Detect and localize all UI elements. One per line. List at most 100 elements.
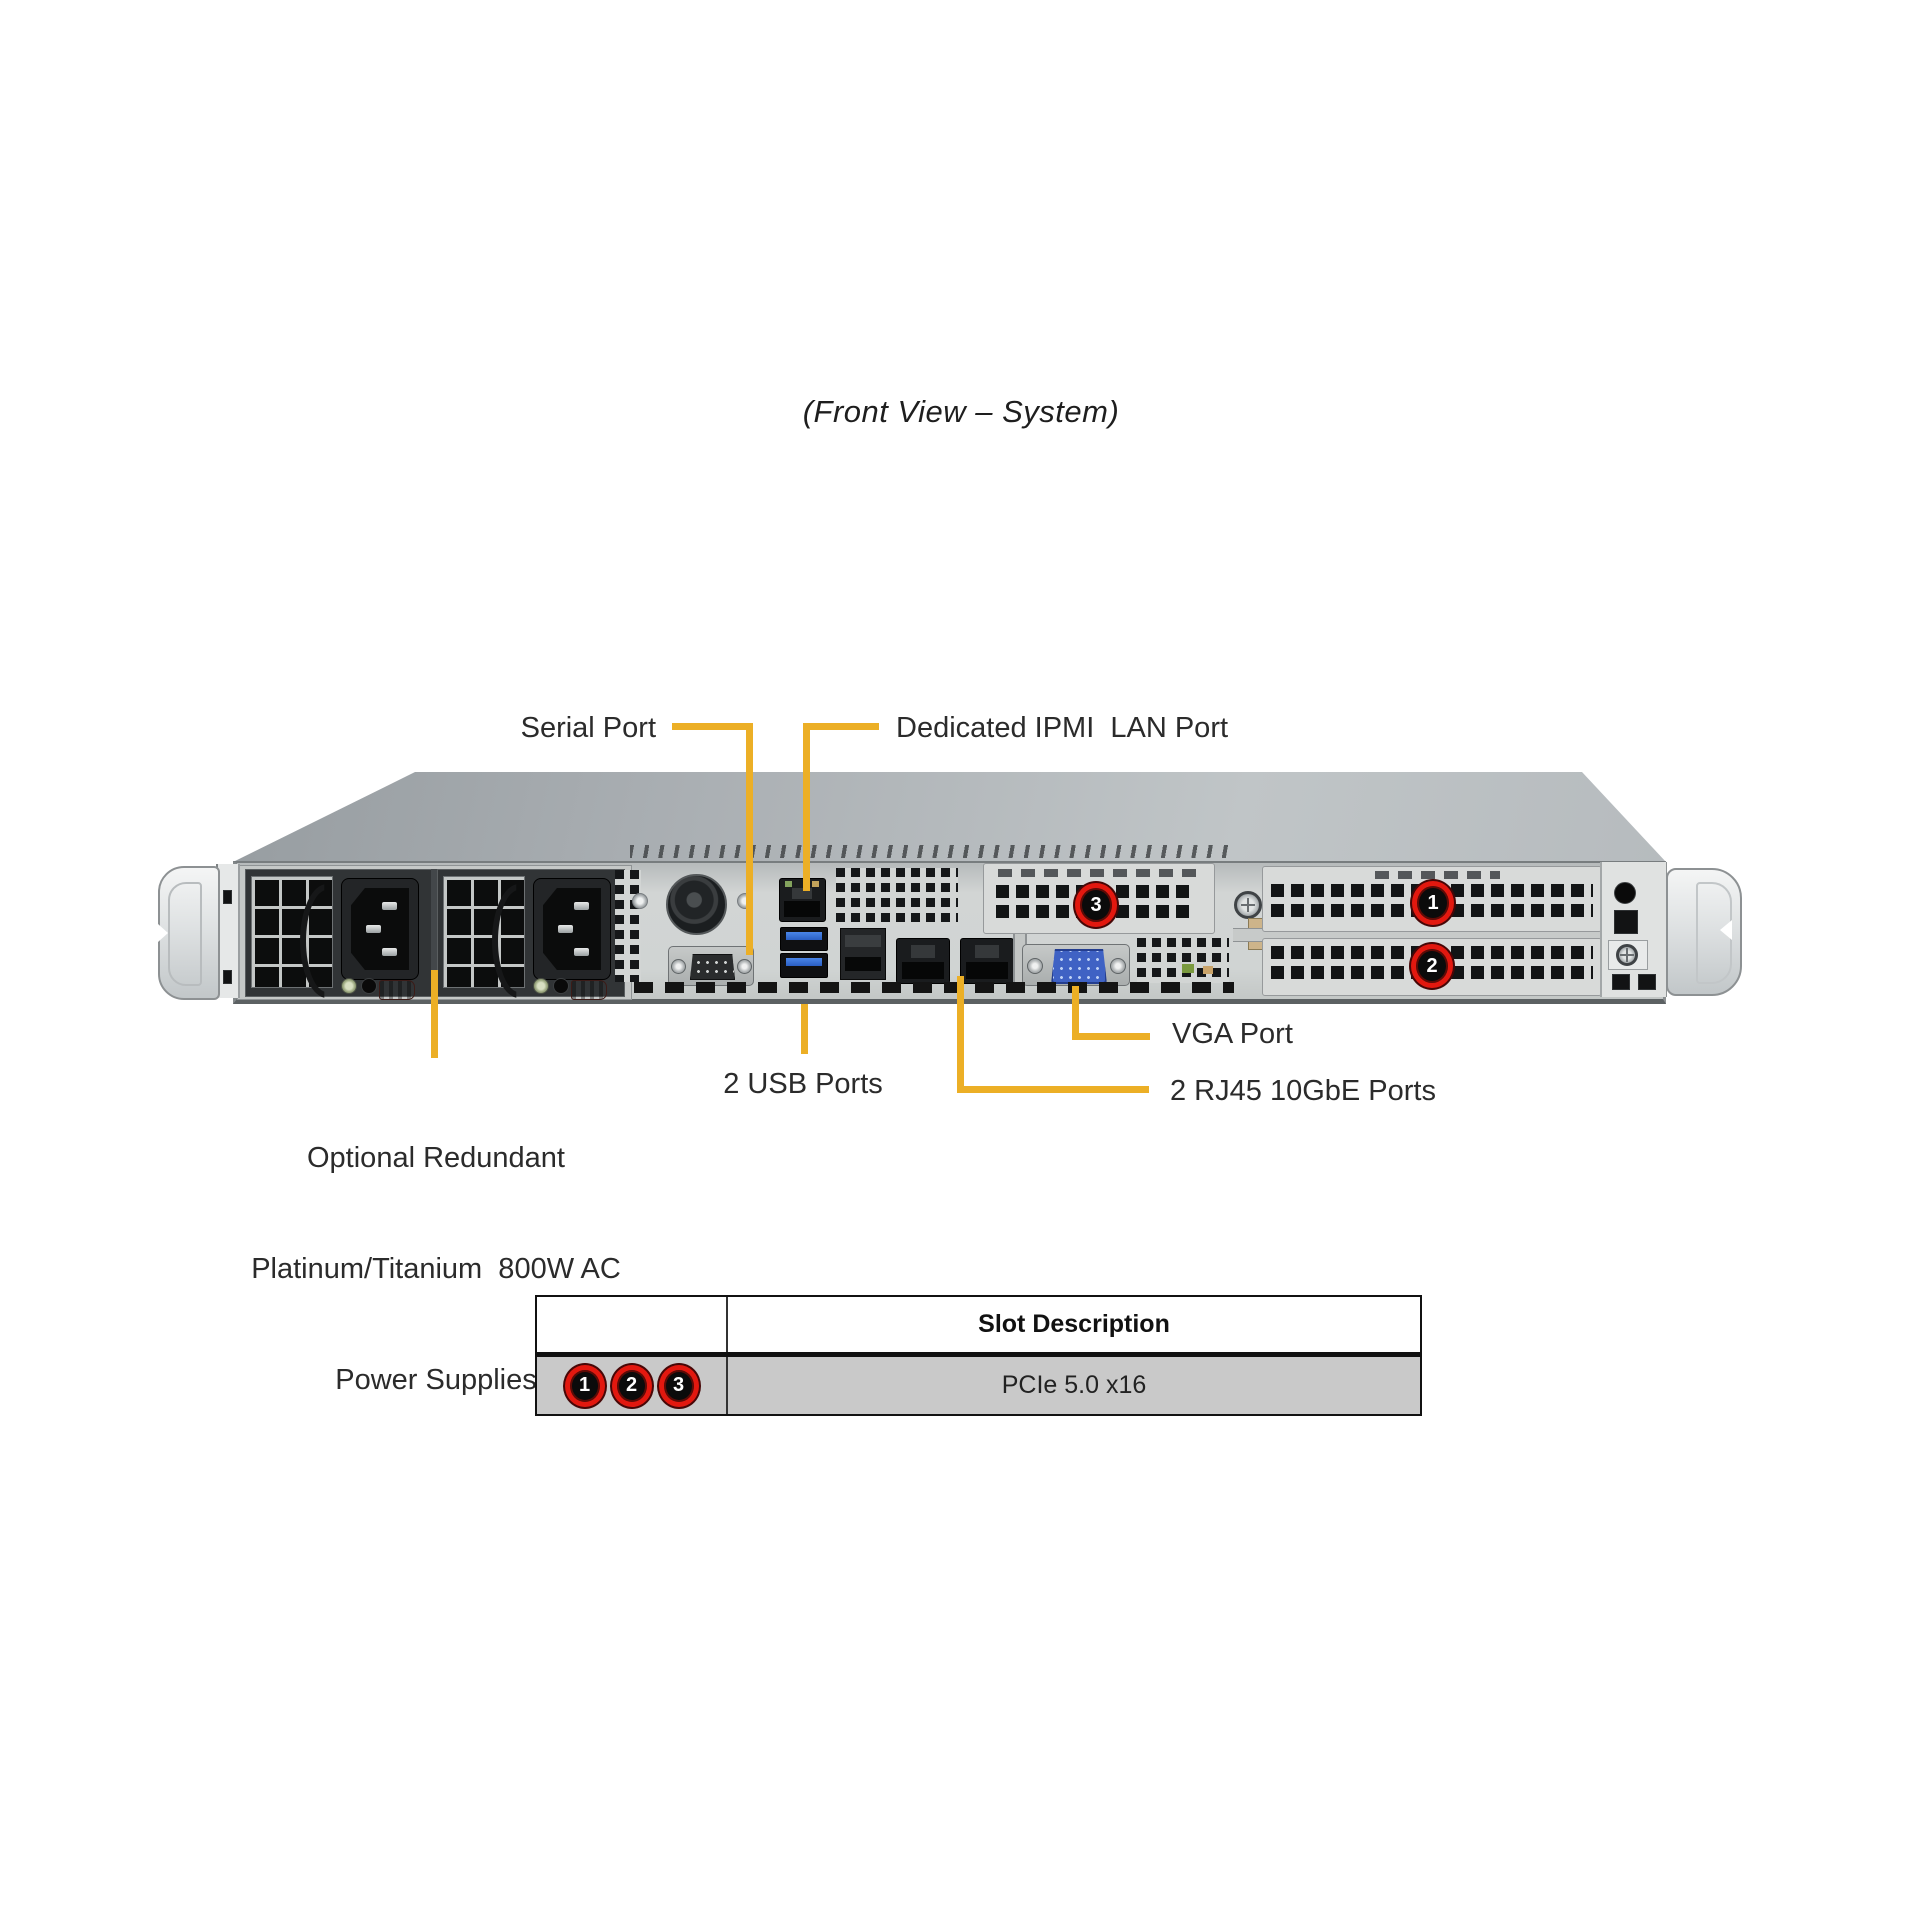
pcb-glimpse-green — [1182, 964, 1194, 973]
leader-line-rj45-v — [957, 976, 964, 1093]
bottom-vent-row — [634, 982, 1234, 993]
lan1-opening — [902, 962, 944, 979]
leader-line-usb — [801, 1004, 808, 1054]
psu1-release-latch — [379, 980, 415, 1000]
usb2-tongue — [786, 958, 822, 966]
slot3-top-vents — [998, 869, 1196, 877]
lan1-latch-tab — [911, 945, 935, 958]
table-badge-2-number: 2 — [625, 1374, 638, 1396]
psu2-pin — [574, 948, 589, 956]
table-badge-2: 2 — [611, 1364, 652, 1407]
slot3-badge-number: 3 — [1090, 893, 1102, 916]
leader-line-vga-h — [1072, 1033, 1150, 1040]
label-vga-port: VGA Port — [1172, 1018, 1293, 1050]
vent-field-right — [1137, 938, 1229, 983]
vent-field-left — [836, 868, 958, 926]
slot2-badge: 2 — [1411, 944, 1453, 988]
expansion-module — [840, 928, 886, 980]
ipmi-opening — [784, 901, 820, 917]
pcb-glimpse-tan — [1203, 966, 1213, 974]
header-badge-cell — [537, 1297, 728, 1352]
label-psu-line1: Optional Redundant — [307, 1142, 565, 1174]
left-arm-slot — [223, 890, 232, 904]
label-psu-line2: Platinum/Titanium 800W AC — [251, 1253, 621, 1285]
slot-description-table: Slot Description 1 2 3 PCIe 5.0 x16 — [535, 1295, 1422, 1416]
psu2-release-latch — [571, 980, 607, 1000]
ipmi-led-right — [812, 881, 819, 887]
panel-screw — [632, 893, 648, 909]
bracket-thumbscrew — [1234, 891, 1262, 919]
psu2-pin — [574, 902, 589, 910]
leader-line-vga-v — [1072, 986, 1079, 1040]
row-badge-cell: 1 2 3 — [537, 1357, 728, 1414]
left-arm-slot — [223, 970, 232, 984]
label-usb-ports: 2 USB Ports — [723, 1068, 883, 1100]
table-badge-1-number: 1 — [578, 1374, 591, 1396]
slot1-top-vents — [1375, 871, 1500, 879]
usb-port-2 — [780, 953, 828, 978]
power-supply-module-2 — [437, 869, 625, 1000]
round-vent — [666, 874, 727, 935]
header-description-cell: Slot Description — [978, 1310, 1170, 1338]
lan-port-2 — [960, 938, 1014, 984]
leader-line-ipmi-v — [803, 723, 810, 891]
chassis-top-vent-ticks — [630, 845, 1235, 858]
usb-port-1 — [780, 927, 828, 951]
ipmi-latch-tab — [792, 888, 812, 899]
table-badge-1: 1 — [564, 1364, 605, 1407]
leader-line-ipmi-h — [803, 723, 879, 730]
power-supply-module-1 — [245, 869, 433, 1000]
psu1-led — [341, 978, 357, 994]
module-slot-lower — [845, 957, 881, 971]
serial-port — [668, 946, 754, 986]
right-col-hole — [1614, 882, 1636, 904]
leader-line-psu — [431, 970, 438, 1058]
right-bracket-column — [1600, 862, 1667, 997]
lan2-latch-tab — [975, 945, 999, 958]
table-badge-3-number: 3 — [672, 1374, 685, 1396]
serial-screw — [671, 959, 686, 974]
psu1-ac-inlet — [341, 878, 419, 980]
vga-connector — [1051, 949, 1107, 984]
slot3-badge: 3 — [1075, 883, 1117, 927]
left-handle-notch — [158, 924, 168, 942]
label-psu: Optional Redundant Platinum/Titanium 800… — [216, 1066, 656, 1473]
vga-screw — [1027, 958, 1043, 974]
psu1-pin — [382, 902, 397, 910]
ipmi-lan-port — [779, 878, 826, 922]
lan-port-1 — [896, 938, 950, 984]
psu1-pin — [382, 948, 397, 956]
psu-divider — [431, 869, 437, 995]
psu2-pin — [558, 925, 573, 933]
psu1-pin — [366, 925, 381, 933]
ipmi-led-left — [785, 881, 792, 887]
leader-line-serial-v — [746, 723, 753, 955]
psu1-vent-hole — [361, 978, 377, 994]
slot2-badge-number: 2 — [1426, 954, 1438, 977]
table-header-row: Slot Description — [537, 1297, 1420, 1357]
lan2-opening — [966, 962, 1008, 979]
label-psu-line3: Power Supplies — [335, 1364, 537, 1396]
io-vent-column — [615, 870, 641, 982]
psu2-vent-hole — [553, 978, 569, 994]
slot1-badge: 1 — [1412, 881, 1454, 925]
right-rack-handle — [1666, 868, 1742, 996]
figure-title: (Front View – System) — [802, 394, 1120, 429]
leader-line-serial-h — [672, 723, 753, 730]
label-serial-port: Serial Port — [520, 712, 656, 744]
leader-line-rj45-h — [957, 1086, 1149, 1093]
slot1-badge-number: 1 — [1427, 891, 1439, 914]
table-badge-3: 3 — [658, 1364, 699, 1407]
label-ipmi-lan-port: Dedicated IPMI LAN Port — [896, 712, 1229, 744]
table-data-row: 1 2 3 PCIe 5.0 x16 — [537, 1357, 1420, 1414]
right-handle-notch — [1720, 920, 1732, 940]
left-handle-inner — [168, 882, 202, 986]
module-slot-upper — [845, 935, 881, 947]
right-thumbscrew — [1616, 944, 1638, 966]
vga-port — [1022, 944, 1130, 986]
right-col-slot — [1612, 974, 1630, 990]
label-rj45-ports: 2 RJ45 10GbE Ports — [1170, 1075, 1436, 1107]
row-description-cell: PCIe 5.0 x16 — [1001, 1371, 1147, 1399]
serial-connector — [690, 954, 735, 980]
